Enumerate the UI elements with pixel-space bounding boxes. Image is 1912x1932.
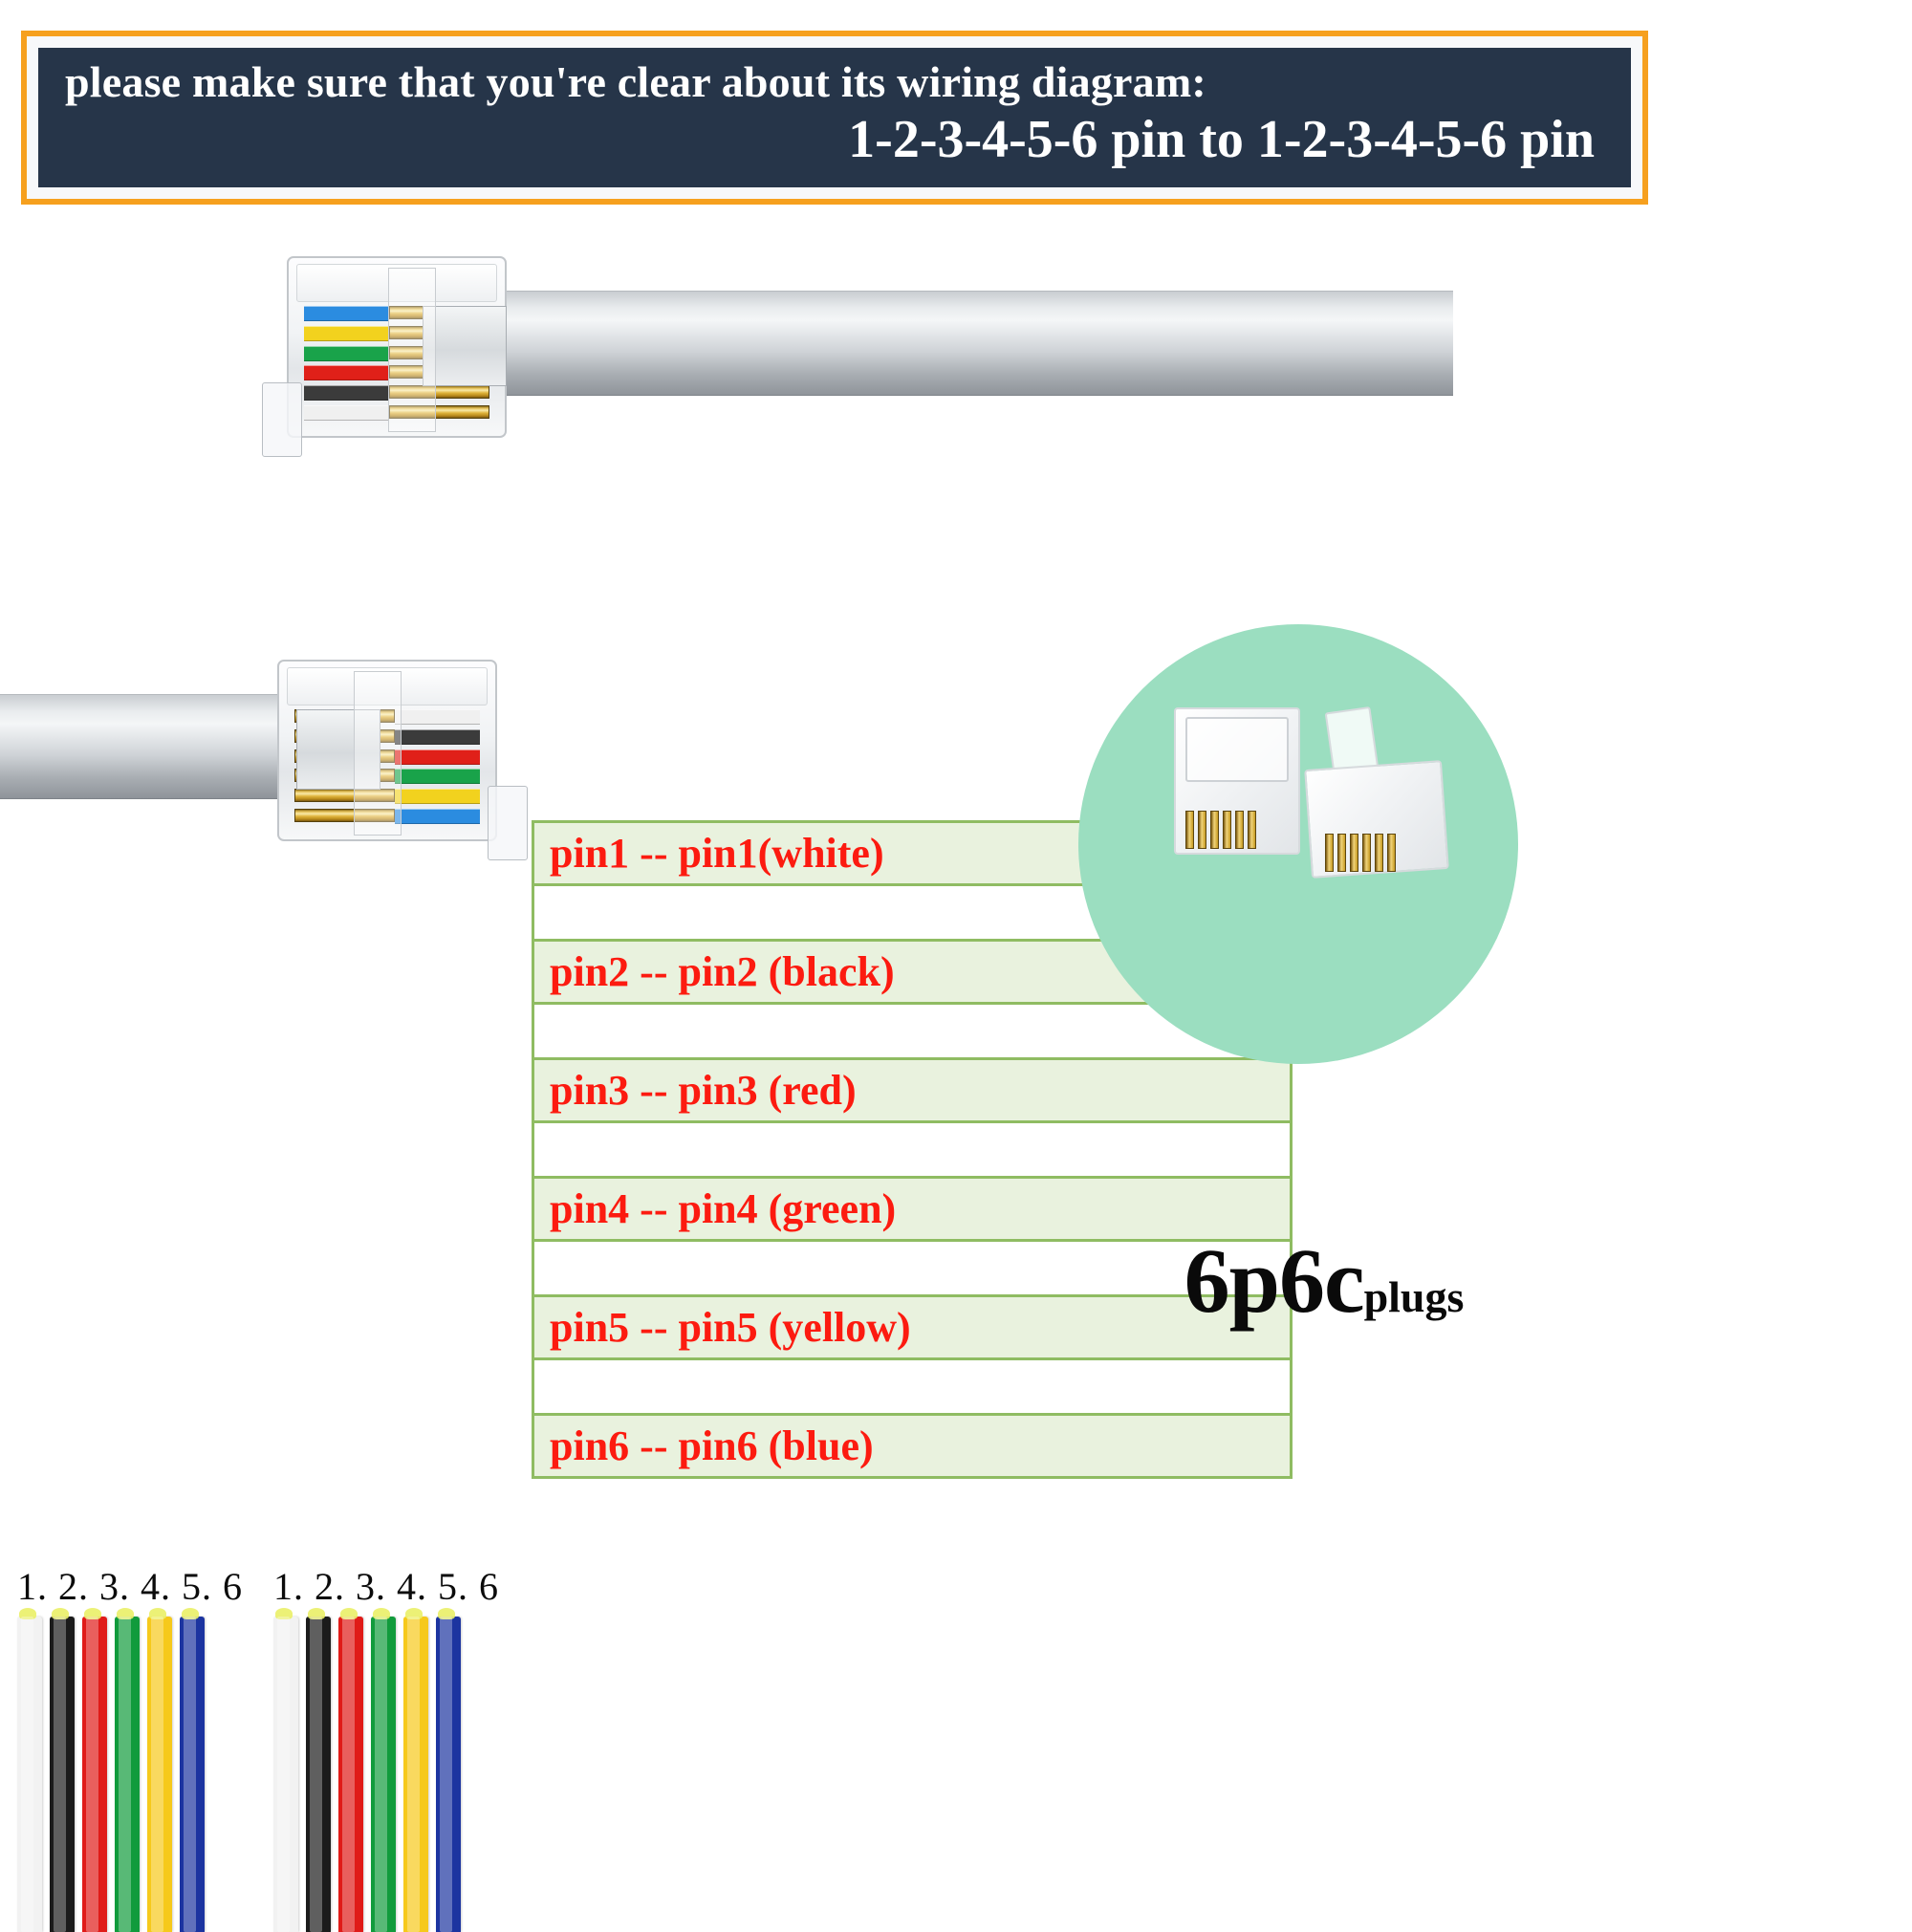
connector-gold-contact [389, 404, 489, 419]
connector-contact-row [294, 808, 480, 824]
wire-tip [340, 1608, 358, 1619]
wire-tip [308, 1608, 325, 1619]
pin-row-label: pin3 -- pin3 (red) [550, 1066, 857, 1114]
wire-bundle-left-numbers: 1. 2. 3. 4. 5. 6 [17, 1565, 243, 1608]
wire-tip [19, 1608, 36, 1619]
wire-red [82, 1608, 107, 1932]
mini-plug-right-contacts [1325, 834, 1396, 872]
wire-tip [373, 1608, 390, 1619]
wire-tip [117, 1608, 134, 1619]
mini-plug-left-contacts [1185, 811, 1256, 849]
wire-bundle-right: 1. 2. 3. 4. 5. 6 [273, 1564, 499, 1932]
wire-black [306, 1608, 331, 1932]
pin-row-label: pin2 -- pin2 (black) [550, 947, 895, 995]
wire-bundle-left: 1. 2. 3. 4. 5. 6 [17, 1564, 243, 1932]
bottom-cable-assembly [0, 660, 528, 860]
plug-latch-bottom [488, 786, 528, 860]
pin-row: pin4 -- pin4 (green) [534, 1179, 1290, 1242]
plug-housing-bottom-bar [287, 667, 488, 706]
pin-row-label: pin6 -- pin6 (blue) [550, 1422, 874, 1469]
cable-jacket-top [488, 291, 1453, 396]
connector-wire-segment [394, 709, 480, 725]
wire-tip [149, 1608, 166, 1619]
banner-pinout-line: 1-2-3-4-5-6 pin to 1-2-3-4-5-6 pin [848, 109, 1595, 169]
connector-wire-segment [394, 808, 480, 824]
wiring-banner: please make sure that you're clear about… [21, 31, 1648, 205]
connector-wire-segment [394, 789, 480, 805]
wire-tip [84, 1608, 101, 1619]
connector-wire-segment [394, 769, 480, 785]
wire-tip [438, 1608, 455, 1619]
clear-window-bottom [354, 671, 402, 836]
banner-panel: please make sure that you're clear about… [38, 48, 1631, 187]
top-cable-assembly [262, 256, 1453, 457]
pin-row: pin6 -- pin6 (blue) [534, 1416, 1290, 1479]
plug-type-label: 6p6cplugs [1099, 1227, 1549, 1334]
connector-wire-segment [304, 345, 390, 361]
connector-wire-segment [394, 749, 480, 765]
wire-bundle-right-numbers: 1. 2. 3. 4. 5. 6 [273, 1565, 499, 1608]
mini-plug-left-body [1185, 717, 1289, 782]
connector-wire-segment [304, 325, 390, 341]
wire-tip [275, 1608, 293, 1619]
wire-blue [436, 1608, 461, 1932]
strain-relief-bottom [296, 709, 380, 790]
wire-black [50, 1608, 75, 1932]
connector-wire-segment [304, 385, 390, 402]
plug-housing-top-bar [296, 264, 497, 302]
wire-bundle-right-wires [273, 1608, 495, 1932]
banner-inner-frame: please make sure that you're clear about… [27, 36, 1642, 199]
wire-yellow [403, 1608, 428, 1932]
connector-wire-segment [304, 404, 390, 421]
pin-row-spacer [534, 1123, 1290, 1179]
pin-row-label: pin1 -- pin1(white) [550, 829, 884, 877]
connector-plug-bottom [277, 660, 528, 860]
plug-type-sub-text: plugs [1363, 1272, 1465, 1321]
wire-white [273, 1608, 298, 1932]
clear-window-top [388, 268, 436, 432]
connector-contact-row [294, 789, 480, 805]
pin-row: pin3 -- pin3 (red) [534, 1060, 1290, 1123]
connector-wire-segment [304, 365, 390, 381]
wire-red [338, 1608, 363, 1932]
wire-tip [405, 1608, 423, 1619]
wire-green [371, 1608, 396, 1932]
wire-white [17, 1608, 42, 1932]
wire-bundle-left-wires [17, 1608, 239, 1932]
connector-plug-top [262, 256, 507, 457]
wire-yellow [147, 1608, 172, 1932]
pin-row-spacer [534, 1242, 1290, 1297]
pin-row: pin5 -- pin5 (yellow) [534, 1297, 1290, 1360]
wire-tip [182, 1608, 199, 1619]
pin-row-spacer [534, 1360, 1290, 1416]
banner-headline: please make sure that you're clear about… [65, 56, 1206, 106]
cable-jacket-bottom [0, 694, 306, 799]
plug-type-main-text: 6p6c [1184, 1229, 1365, 1332]
plug-latch-top [262, 382, 302, 457]
connector-wire-segment [304, 306, 390, 321]
strain-relief-top [423, 306, 507, 386]
wire-tip [52, 1608, 69, 1619]
pin-row-label: pin5 -- pin5 (yellow) [550, 1303, 911, 1351]
pin-row-label: pin4 -- pin4 (green) [550, 1184, 897, 1232]
wire-green [115, 1608, 140, 1932]
connector-wire-segment [394, 728, 480, 745]
wire-blue [180, 1608, 205, 1932]
connector-contact-row [304, 404, 489, 421]
connector-gold-contact [294, 808, 395, 822]
connector-contact-row [304, 385, 489, 402]
